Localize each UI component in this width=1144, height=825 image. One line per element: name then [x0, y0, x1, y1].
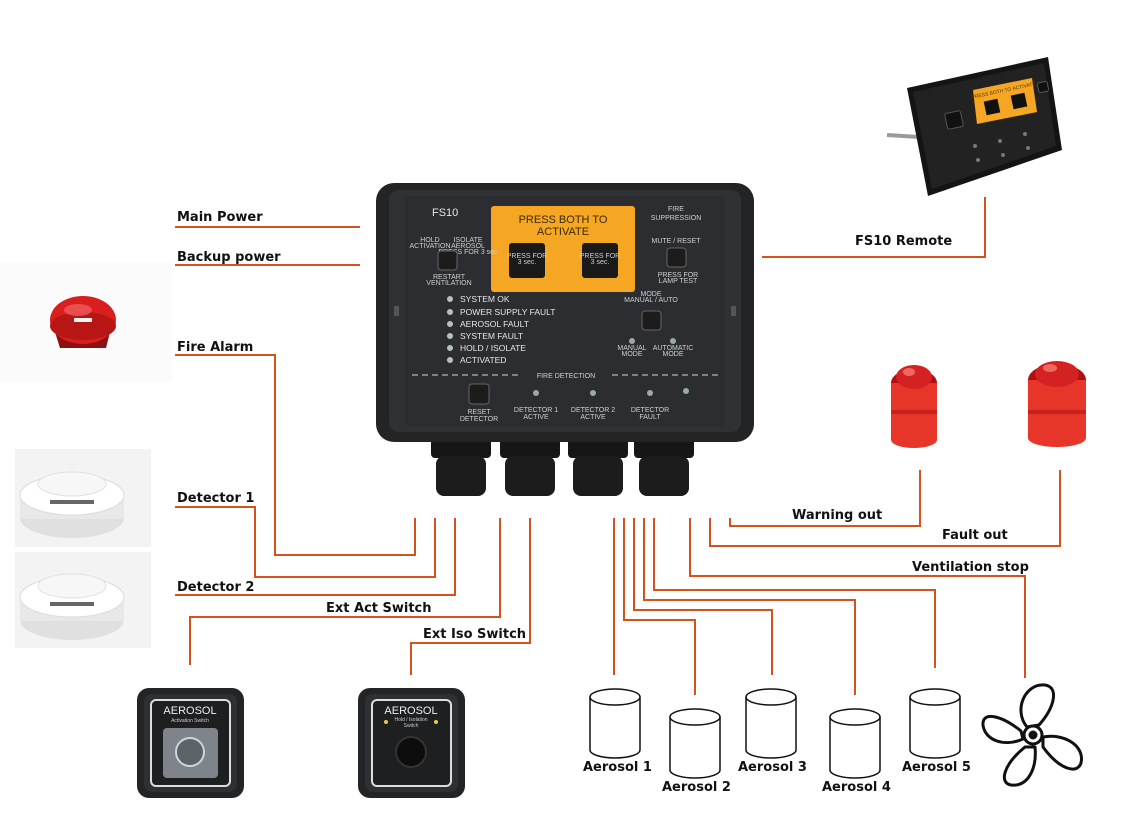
reset-detector-2: DETECTOR — [460, 416, 498, 423]
press-both-line-1: PRESS BOTH TO — [519, 214, 608, 226]
wire-fault-out — [709, 470, 1061, 547]
label-ext-iso-switch: Ext Iso Switch — [423, 627, 526, 642]
manual-mode-label-2: MODE — [622, 351, 643, 358]
label-aerosol-3: Aerosol 3 — [738, 760, 807, 775]
fs10-main-panel: FS10 PRESS BOTH TO ACTIVATE PRESS FOR 3 … — [376, 183, 754, 496]
aerosol-canisters — [589, 688, 961, 779]
aerosol-canister-3 — [745, 688, 797, 759]
wire-fire-alarm — [175, 354, 416, 556]
act-switch-subtitle: Activation Switch — [171, 718, 209, 724]
fault-beacon — [1028, 361, 1086, 447]
mode-label-2: MANUAL / AUTO — [624, 297, 678, 304]
act-switch-title: AEROSOL — [163, 705, 216, 717]
status-led-3: SYSTEM FAULT — [460, 331, 523, 341]
label-ventilation-stop: Ventilation stop — [912, 560, 1029, 575]
status-led-0: SYSTEM OK — [460, 294, 510, 304]
isolate-label-2: AEROSOL — [451, 243, 485, 250]
wire-aerosol-2 — [623, 518, 696, 695]
label-aerosol-4: Aerosol 4 — [822, 780, 891, 795]
label-ext-act-switch: Ext Act Switch — [326, 601, 432, 616]
status-led-1: POWER SUPPLY FAULT — [460, 307, 555, 317]
fs10-remote-panel: PRESS BOTH TO ACTIVATE — [886, 57, 1062, 196]
ext-activation-switch: AEROSOL Activation Switch — [137, 688, 244, 798]
det-fault-1: DETECTOR — [631, 407, 669, 414]
activate-left-label-2: 3 sec. — [518, 259, 537, 266]
restart-label-1: RESTART — [433, 274, 466, 281]
hold-label-2: ACTIVATION — [410, 243, 451, 250]
label-fault-out: Fault out — [942, 528, 1008, 543]
wire-detector-2 — [175, 518, 456, 596]
det-fault-2: FAULT — [639, 414, 661, 421]
iso-switch-subtitle-2: Switch — [404, 723, 419, 729]
warning-beacon — [891, 365, 937, 448]
det2-active-1: DETECTOR 2 — [571, 407, 615, 414]
label-fs10-remote: FS10 Remote — [855, 234, 952, 249]
status-led-4: HOLD / ISOLATE — [460, 343, 526, 353]
fire-suppression-line-2: SUPPRESSION — [651, 215, 702, 222]
status-led-5: ACTIVATED — [460, 355, 506, 365]
label-aerosol-2: Aerosol 2 — [662, 780, 731, 795]
isolate-label-1: ISOLATE — [453, 237, 482, 244]
auto-mode-label-1: AUTOMATIC — [653, 345, 694, 352]
connection-labels: Main Power Backup power Fire Alarm Detec… — [177, 210, 1029, 795]
iso-switch-subtitle-1: Hold / Isolation — [394, 717, 427, 723]
smoke-detector-2 — [15, 552, 151, 648]
iso-switch-title: AEROSOL — [384, 705, 437, 717]
lamp-test-line-2: LAMP TEST — [659, 278, 698, 285]
wire-aerosol-3 — [633, 518, 773, 675]
status-led-2: AEROSOL FAULT — [460, 319, 529, 329]
wire-warning-out — [729, 470, 921, 527]
activate-right-label-1: PRESS FOR — [580, 253, 620, 260]
mode-label-1: MODE — [641, 291, 662, 298]
wire-ext-act — [189, 518, 501, 665]
aerosol-canister-5 — [909, 688, 961, 759]
lamp-test-line-1: PRESS FOR — [658, 272, 698, 279]
wires — [175, 197, 1061, 695]
wire-aerosol-4 — [643, 518, 856, 695]
ext-isolation-switch: AEROSOL Hold / Isolation Switch — [358, 688, 465, 798]
aerosol-canister-2 — [669, 708, 721, 779]
press-both-line-2: ACTIVATE — [537, 226, 589, 238]
smoke-detector-1 — [15, 449, 151, 547]
label-fire-alarm: Fire Alarm — [177, 340, 253, 355]
activate-left-label-1: PRESS FOR — [507, 253, 547, 260]
det2-active-2: ACTIVE — [580, 414, 606, 421]
wire-remote — [762, 197, 986, 258]
wire-detector-1 — [175, 506, 436, 578]
hold-label-1: HOLD — [420, 237, 439, 244]
wire-aerosol-5 — [653, 518, 936, 668]
reset-detector-1: RESET — [467, 409, 491, 416]
det1-active-2: ACTIVE — [523, 414, 549, 421]
label-main-power: Main Power — [177, 210, 263, 225]
label-detector-1: Detector 1 — [177, 491, 254, 506]
activate-right-label-2: 3 sec. — [591, 259, 610, 266]
label-warning-out: Warning out — [792, 508, 882, 523]
aerosol-canister-1 — [589, 688, 641, 759]
isolate-label-3: PRESS FOR 3 sec — [438, 249, 498, 256]
label-backup-power: Backup power — [177, 250, 281, 265]
mute-reset-label: MUTE / RESET — [651, 238, 701, 245]
fire-alarm-bell — [0, 262, 172, 382]
aerosol-canister-4 — [829, 708, 881, 779]
det1-active-1: DETECTOR 1 — [514, 407, 558, 414]
cable-glands — [431, 438, 694, 496]
auto-mode-label-2: MODE — [663, 351, 684, 358]
label-detector-2: Detector 2 — [177, 580, 254, 595]
fire-suppression-line-1: FIRE — [668, 206, 684, 213]
panel-model: FS10 — [432, 207, 458, 219]
label-aerosol-1: Aerosol 1 — [583, 760, 652, 775]
label-aerosol-5: Aerosol 5 — [902, 760, 971, 775]
wire-ext-iso — [410, 518, 531, 675]
fan-icon — [981, 683, 1083, 787]
restart-label-2: VENTILATION — [426, 280, 471, 287]
manual-mode-label-1: MANUAL — [617, 345, 646, 352]
fire-detection-label: FIRE DETECTION — [537, 373, 595, 380]
wire-ventilation-stop — [689, 518, 1026, 678]
status-led-list: SYSTEM OK POWER SUPPLY FAULT AEROSOL FAU… — [447, 294, 555, 365]
